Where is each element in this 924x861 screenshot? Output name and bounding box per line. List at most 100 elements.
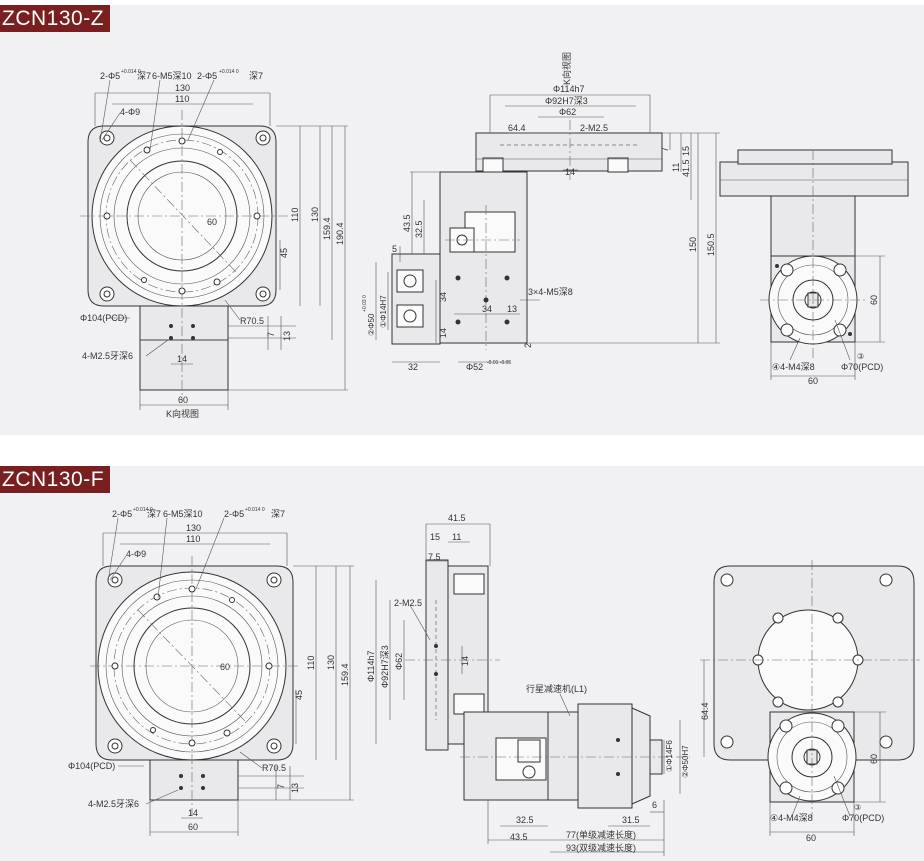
z-top-v130: 130 [310,207,320,222]
f-top-phi9: 4-Φ9 [126,549,146,559]
z-top-v7: 7 [266,332,276,337]
f-end-m4: ④4-M4深8 [770,813,813,823]
f-top-m25: 4-M2.5牙深6 [88,799,139,809]
z-side-v11: 11 [671,163,681,172]
f-side-h31: 31.5 [622,815,640,825]
z-side-v41: 41.5 [681,159,691,177]
z-side-v5: 5 [392,244,397,254]
f-side-h6: 6 [652,800,657,810]
z-top-kview: K向视图 [166,408,199,419]
z-side-d50: ②Φ50 [367,313,376,336]
z-top-v190: 190.4 [335,222,345,245]
f-side-l77: 77(单级减速长度) [566,829,636,840]
z-side-d50tol: +0.03 0 [362,295,368,312]
z-side-v14: 14 [438,328,448,338]
f-top-v110: 110 [306,656,316,670]
f-top-m5-label: 6-M5深10 [163,509,203,519]
z-side-h34: 34 [482,304,492,314]
z-side-v150: 150 [688,237,698,252]
f-side-h15: 15 [430,532,440,542]
z-side-d52: Φ52 [466,362,483,372]
f-side-m25: 2-M2.5 [394,598,422,608]
f-top-r70: R70.5 [262,763,286,773]
f-side-d114: Φ114h7 [366,650,376,682]
z-side-h13: 13 [507,304,517,314]
z-side-v150b: 150.5 [706,233,716,256]
f-end-h60: 60 [806,833,816,843]
z-side-v43: 43.5 [402,214,412,232]
f-end-v64: 64.4 [700,702,710,720]
z-side-v2: 2 [523,343,533,348]
f-top-dim-14: 14 [188,808,198,818]
f-top-dim-60b: 60 [188,822,198,832]
f-side-gear: 行星减速机(L1) [526,683,587,694]
z-side-v15: 15 [681,146,691,156]
z-top-dim-60: 60 [207,217,217,227]
f-side-h32: 32.5 [516,815,534,825]
z-top-pin-label: 2-Φ5 [100,71,120,81]
f-top-v13: 13 [290,783,300,793]
f-side-h11: 11 [452,532,461,542]
f-top-v7: 7 [276,784,286,789]
f-side-l93: 93(双级减速长度) [566,842,636,853]
z-top-v159: 159.4 [322,217,332,240]
z-top-dim-14: 14 [177,354,187,364]
f-end-c3: ③ [854,803,861,812]
z-top-view: 2-Φ5 +0.014 0 深7 6-M5深10 2-Φ5 +0.014 0 深… [80,69,348,419]
f-top-dim-110: 110 [186,534,200,544]
z-side-v32: 32.5 [414,220,424,238]
zcn130-z-title: ZCN130-Z [0,5,111,32]
f-top-pin-tol: +0.014 0 [133,507,153,513]
z-top-phi9: 4-Φ9 [120,107,140,117]
z-end-h60: 60 [808,376,818,386]
z-end-view: 60 ④4-M4深8 ③ Φ70(PCD) 60 [719,149,909,386]
f-top-pcd: Φ104(PCD) [68,761,115,771]
z-top-v110: 110 [290,208,300,222]
f-side-d62: Φ62 [394,653,404,670]
f-end-v60: 60 [869,754,879,764]
z-top-dim-130: 130 [175,83,190,93]
f-top-pin2-label: 2-Φ5 [224,509,244,519]
z-top-dim-110: 110 [175,94,189,104]
z-top-r70: R70.5 [240,316,264,326]
z-side-d62: Φ62 [559,107,576,117]
z-top-v13: 13 [282,331,292,341]
z-top-pin2-tol: +0.014 0 [219,69,239,75]
f-top-v45: 45 [294,690,304,700]
z-side-d92: Φ92H7深3 [545,96,588,106]
z-side-d64: 64.4 [508,123,526,133]
f-end-pcd: Φ70(PCD) [842,813,884,823]
f-side-d50h7: ②Φ50H7 [681,745,690,778]
z-top-dim-60b: 60 [178,395,188,405]
z-top-v45: 45 [279,248,289,258]
z-end-c3: ③ [857,352,864,361]
f-top-dim-60: 60 [220,662,230,672]
z-end-m4: ④4-M4深8 [772,362,815,372]
z-side-v7: 7 [660,147,670,152]
z-top-m25: 4-M2.5牙深6 [82,351,133,361]
z-side-v34: 34 [438,292,448,302]
z-end-pcd: Φ70(PCD) [841,362,883,372]
z-side-view: K向视图 Φ114h7 Φ92H7深3 Φ62 64.4 2-M2.5 14 7… [362,52,720,372]
f-top-v159: 159.4 [340,663,350,686]
z-side-m25: 2-M2.5 [580,123,608,133]
z-side-m5: 3×4-M5深8 [528,287,573,297]
z-side-d52tol: -0.01 -0.05 [487,360,511,366]
f-side-h41: 41.5 [448,513,466,523]
f-top-pin-depth: 深7 [147,509,161,519]
f-end-view: 64.4 60 ④4-M4深8 ③ Φ70(PCD) 60 [700,560,920,843]
f-top-pin-label: 2-Φ5 [112,509,132,519]
f-side-h43: 43.5 [510,832,528,842]
f-top-pin2-depth: 深7 [271,509,285,519]
z-top-pin-depth: 深7 [137,71,151,81]
z-side-h32: 32 [408,362,418,372]
z-side-kview: K向视图 [561,52,572,85]
z-top-pcd: Φ104(PCD) [80,313,127,323]
zcn130-f-title: ZCN130-F [0,466,111,493]
z-top-pin2-depth: 深7 [249,71,263,81]
f-top-v130: 130 [326,655,336,670]
z-end-v60: 60 [869,295,879,305]
f-side-v14: 14 [460,656,470,666]
z-side-d14h7: ①Φ14H7 [379,295,388,328]
